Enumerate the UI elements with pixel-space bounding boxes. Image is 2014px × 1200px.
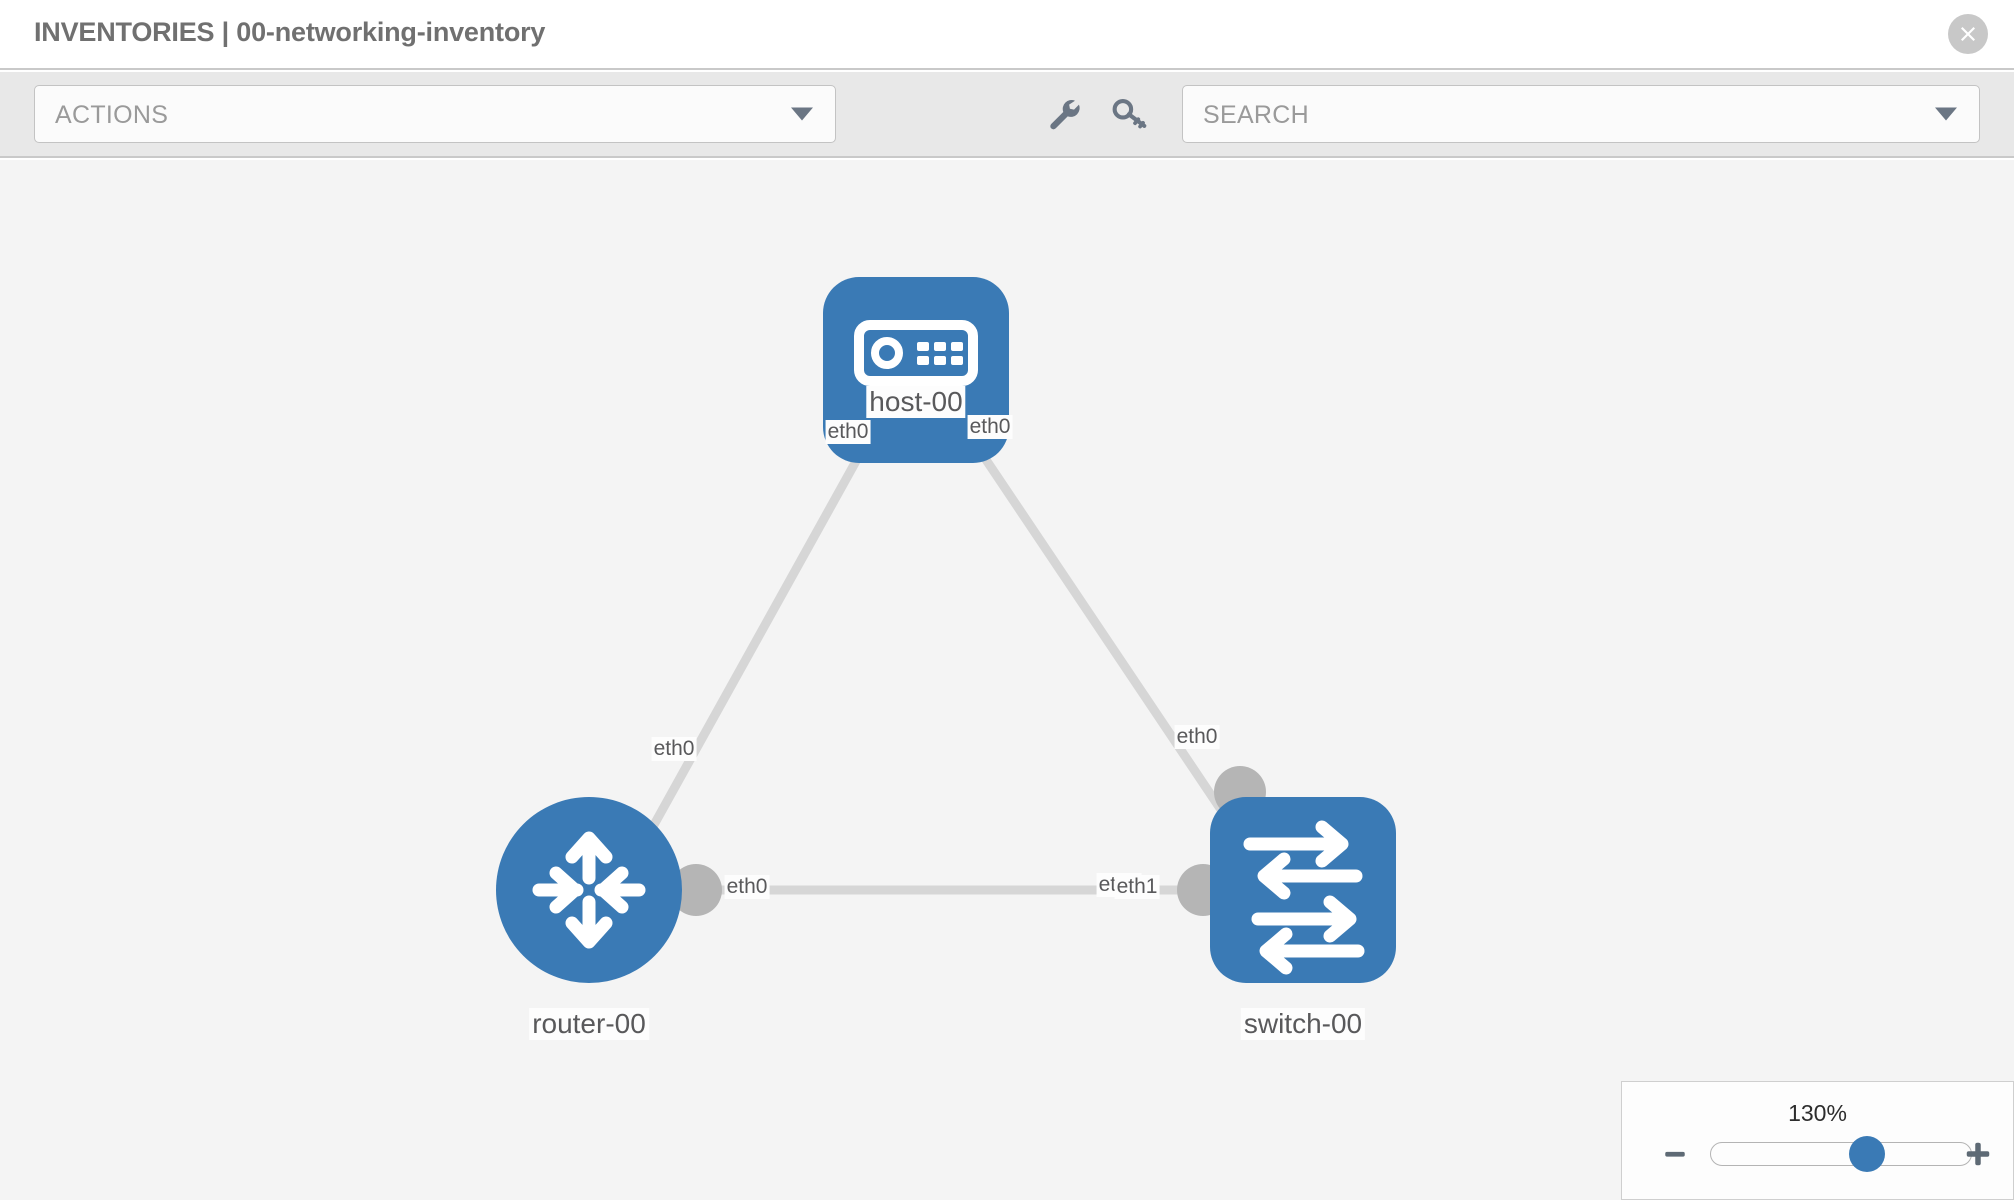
actions-dropdown-label: ACTIONS: [55, 101, 169, 129]
node-router-00[interactable]: [496, 797, 682, 983]
close-icon: [1961, 27, 1975, 41]
zoom-control: 130%: [1621, 1081, 2014, 1200]
node-label-router: router-00: [529, 1008, 649, 1040]
link-host-router[interactable]: [636, 415, 884, 853]
iface-label: eth1: [1114, 875, 1160, 899]
four-way-arrow-icon: [532, 831, 646, 949]
page-header: INVENTORIES | 00-networking-inventory: [0, 0, 2014, 70]
close-button[interactable]: [1948, 14, 1988, 54]
plus-icon: [1966, 1142, 1990, 1166]
zoom-out-button[interactable]: [1658, 1137, 1692, 1171]
iface-label: eth0: [1174, 725, 1220, 749]
key-button[interactable]: [1106, 90, 1154, 138]
server-icon: [854, 320, 978, 386]
topology-graph: [496, 277, 1396, 983]
key-icon: [1112, 98, 1147, 129]
minus-icon: [1665, 1151, 1685, 1157]
topology-canvas[interactable]: host-00 router-00 switch-00 eth0 eth0 et…: [0, 160, 2014, 1200]
page-title: INVENTORIES | 00-networking-inventory: [34, 17, 546, 47]
search-input[interactable]: SEARCH: [1182, 85, 1980, 143]
switch-arrows-icon: [1243, 820, 1365, 975]
iface-label: eth0: [825, 420, 871, 444]
zoom-in-button[interactable]: [1961, 1137, 1995, 1171]
chevron-down-icon: [791, 107, 813, 121]
wrench-button[interactable]: [1038, 90, 1086, 138]
wrench-icon: [1050, 100, 1080, 130]
node-label-switch: switch-00: [1240, 1008, 1366, 1040]
search-placeholder: SEARCH: [1203, 101, 1309, 129]
topology-connectors: [670, 392, 1266, 916]
iface-label: eth0: [651, 737, 697, 761]
iface-label: eth0: [724, 875, 770, 899]
connector-dot[interactable]: [670, 864, 722, 916]
zoom-level-value: 130%: [1788, 1100, 1847, 1126]
chevron-down-icon: [1935, 107, 1957, 121]
zoom-slider-thumb[interactable]: [1849, 1136, 1885, 1172]
iface-label: eth0: [967, 415, 1013, 439]
actions-dropdown[interactable]: ACTIONS: [34, 85, 836, 143]
node-label-host: host-00: [866, 386, 966, 418]
toolbar: ACTIONS SEARCH: [0, 72, 2014, 158]
link-host-switch[interactable]: [954, 415, 1252, 853]
zoom-slider[interactable]: [1710, 1136, 1972, 1172]
topology-links: [636, 415, 1252, 895]
node-switch-00[interactable]: [1210, 797, 1396, 983]
